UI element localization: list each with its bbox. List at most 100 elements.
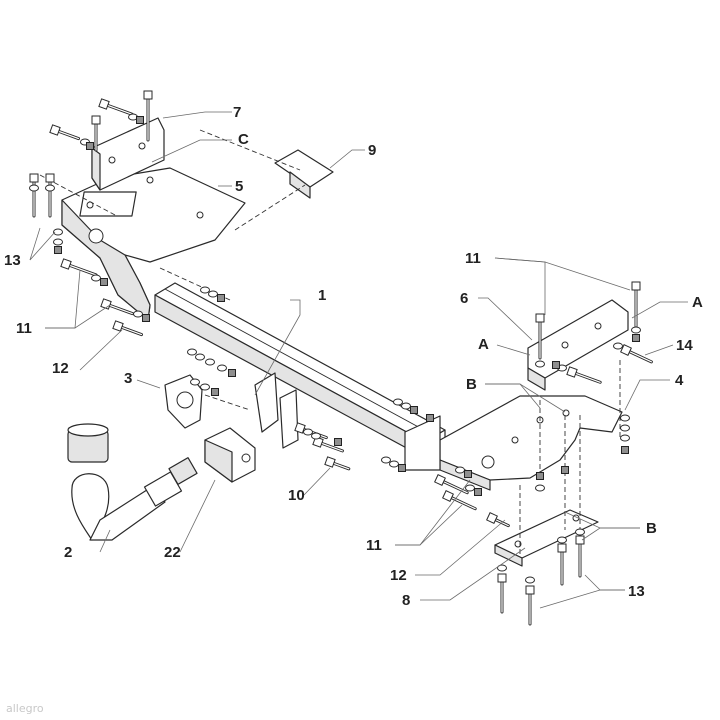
bolt-shank-highlight (571, 371, 601, 383)
washer (187, 348, 197, 356)
callout-12-left: 12 (52, 360, 69, 377)
fasteners-group (29, 90, 653, 626)
bolt-head (631, 281, 641, 291)
nut (426, 414, 434, 422)
leader-lines (29, 111, 688, 609)
nut (464, 470, 472, 478)
tow-ball-part (67, 423, 198, 541)
nut (536, 472, 544, 480)
bolt-head (620, 344, 632, 356)
bolt-head (294, 422, 306, 434)
callout-6: 6 (460, 290, 468, 307)
callout-a-left: A (478, 336, 489, 353)
callout-13-right: 13 (628, 583, 645, 600)
washer (620, 414, 630, 422)
bolt-head (566, 366, 578, 378)
nut (561, 466, 569, 474)
washer (389, 460, 399, 468)
bolt-shank-highlight (439, 479, 468, 494)
callout-b-top: B (466, 376, 477, 393)
washer (205, 358, 215, 366)
nut (398, 464, 406, 472)
washer (557, 536, 567, 544)
bolt-shank-highlight (105, 303, 133, 315)
washer (29, 184, 39, 192)
bolt-shank-highlight (65, 263, 97, 276)
washer (311, 432, 321, 440)
callout-11-bottom: 11 (366, 537, 382, 554)
nut (474, 488, 482, 496)
bar-mount-plates (254, 372, 441, 471)
nut (334, 438, 342, 446)
washer (535, 360, 545, 368)
washer (575, 528, 585, 536)
bolt-shank-highlight (625, 349, 652, 363)
socket-plate-part (164, 374, 203, 429)
nut (552, 361, 560, 369)
nut (410, 406, 418, 414)
washer (620, 424, 630, 432)
washer (393, 398, 403, 406)
bolt-head (442, 490, 454, 502)
callout-7: 7 (233, 104, 241, 121)
washer (208, 290, 218, 298)
nut (632, 334, 640, 342)
callout-3: 3 (124, 370, 132, 387)
left-bracket-part (61, 167, 246, 321)
callout-4: 4 (675, 372, 684, 389)
washer (401, 402, 411, 410)
nut (228, 369, 236, 377)
electric-socket-part (204, 427, 256, 483)
bolt-head (49, 124, 61, 136)
nut (86, 142, 94, 150)
bolt-head (557, 543, 567, 553)
nut (136, 116, 144, 124)
washer (631, 326, 641, 334)
washer (200, 383, 210, 391)
callout-11-left: 11 (16, 320, 32, 337)
bolt-head (91, 115, 101, 125)
nut (211, 388, 219, 396)
watermark-text: allegro (6, 702, 44, 715)
bolt-head (324, 456, 336, 468)
bolt-head (98, 98, 110, 110)
callout-c: C (238, 131, 249, 148)
washer (91, 274, 101, 282)
callout-2: 2 (64, 544, 72, 561)
bolt-shank-highlight (447, 495, 476, 510)
callout-22: 22 (164, 544, 181, 561)
washer (620, 434, 630, 442)
bolt-head (45, 173, 55, 183)
washer (45, 184, 55, 192)
washer (381, 456, 391, 464)
clamp-plate-part (91, 117, 165, 191)
washer (200, 286, 210, 294)
nut (217, 294, 225, 302)
washer (497, 564, 507, 572)
callout-8: 8 (402, 592, 410, 609)
bolt-head (535, 313, 545, 323)
washer (217, 364, 227, 372)
callout-5: 5 (235, 178, 243, 195)
bolt-head (486, 512, 498, 524)
callout-14: 14 (676, 337, 693, 354)
bolt-head (525, 585, 535, 595)
bolt-head (143, 90, 153, 100)
callout-1: 1 (318, 287, 326, 304)
washer (133, 310, 143, 318)
bolt-head (112, 320, 124, 332)
bolt-head (434, 474, 446, 486)
washer (535, 484, 545, 492)
callout-11-right: 11 (465, 250, 481, 267)
callout-13-left: 13 (4, 252, 21, 269)
washer (53, 228, 63, 236)
bolt-head (497, 573, 507, 583)
bolt-head (60, 258, 72, 270)
washer (303, 428, 313, 436)
nut (621, 446, 629, 454)
washer (190, 378, 200, 386)
nut (142, 314, 150, 322)
washer (525, 576, 535, 584)
